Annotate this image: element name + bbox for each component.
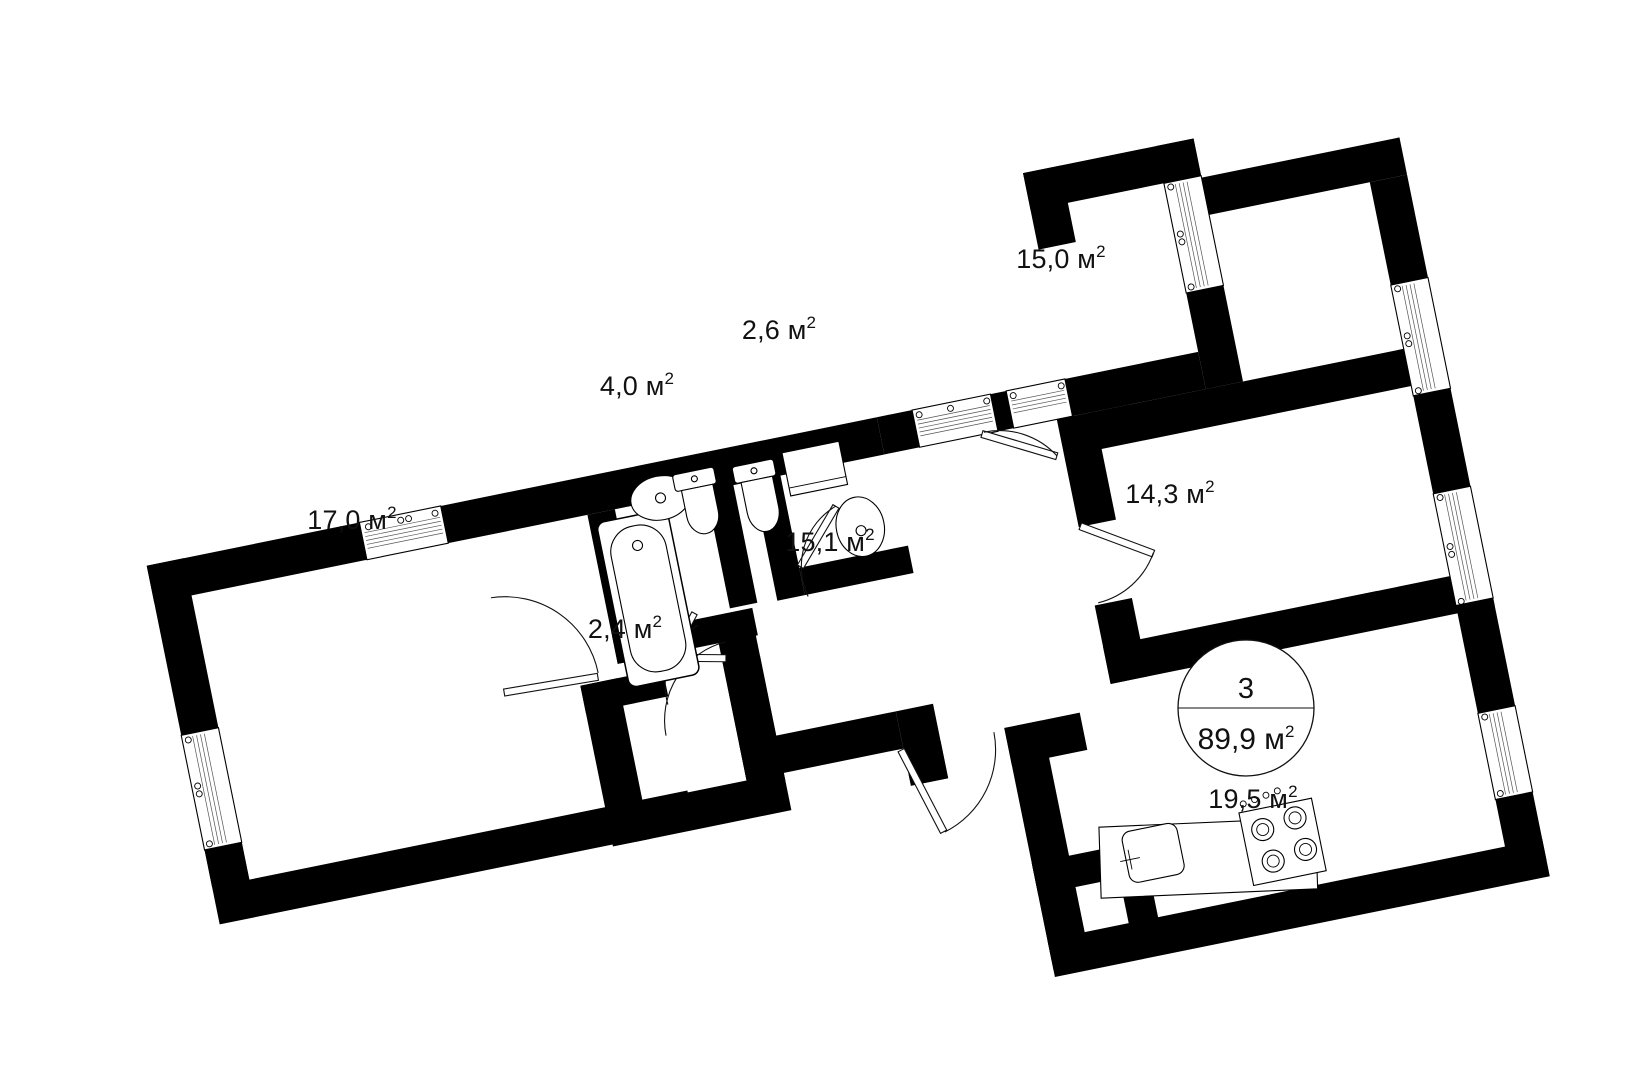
room-15-0-label: 15,0 м2	[1016, 242, 1105, 274]
wc-cabinet-icon	[781, 440, 849, 497]
wall-14-kitchen-jog	[1340, 590, 1383, 622]
wall-between-14-and-kitchen	[1103, 568, 1495, 684]
bathtub-icon	[596, 509, 700, 688]
room-17-0-label: 17,0 м2	[307, 503, 396, 535]
door-bedroom-right-upper[interactable]	[980, 417, 1059, 473]
badge-rooms-count: 3	[1238, 673, 1254, 705]
wall-storage-right	[718, 633, 786, 789]
door-kitchen[interactable]	[897, 730, 1012, 838]
summary-badge: 3 89,9 м2	[1177, 639, 1315, 777]
wall-top-left-exterior	[146, 522, 367, 603]
walls-group	[146, 137, 1550, 977]
wall-kitchen-alcove-top	[1031, 846, 1120, 895]
wall-right-exterior-2	[1413, 388, 1471, 494]
window-left	[180, 727, 243, 851]
wc-washbasin-icon	[835, 496, 886, 558]
wall-top-cap	[1023, 138, 1202, 211]
window-right-15	[1390, 276, 1452, 397]
window-top-15-a	[911, 393, 999, 448]
wall-kitchen-left-notch	[1004, 712, 1088, 766]
door-bedroom-right-lower[interactable]	[1078, 510, 1163, 604]
fixtures-group	[596, 440, 1327, 899]
windows-group	[180, 175, 1534, 851]
kitchen-sink-icon	[1120, 822, 1185, 883]
window-right-kitchen	[1477, 705, 1534, 801]
badge-total-area: 89,9 м2	[1198, 722, 1295, 756]
wall-right-exterior-3	[1455, 597, 1516, 714]
window-right-14	[1432, 485, 1494, 607]
wall-left-exterior	[146, 558, 219, 736]
wall-kitchen-bottom-exterior	[1047, 839, 1550, 977]
plan-rotation-group	[146, 137, 1550, 977]
window-top-left	[358, 505, 449, 561]
room-14-3-label: 14,3 м2	[1125, 477, 1214, 509]
room-15-1-label: 15,1 м2	[785, 525, 874, 557]
window-top-corner	[1163, 175, 1225, 294]
wall-15-14-jog	[1092, 404, 1136, 442]
wall-top-right-left-leg	[1023, 165, 1076, 250]
wall-wc-bottom	[799, 545, 914, 596]
wall-storage-bottom	[605, 772, 792, 847]
door-living-left[interactable]	[485, 580, 600, 699]
window-top-15-b	[1005, 378, 1074, 429]
door-wc[interactable]	[787, 503, 855, 598]
wall-right-exterior-1	[1369, 174, 1428, 286]
wc-toilet-icon	[731, 458, 780, 533]
room-2-6-label: 2,6 м2	[742, 313, 816, 345]
wall-hall-right-upper	[1056, 411, 1116, 528]
area-labels-group: 17,0 м2 4,0 м2 2,6 м2 15,0 м2 14,3 м2 15…	[307, 242, 1297, 814]
wall-between-15-and-14	[1092, 341, 1449, 450]
wall-top-right-corner	[1164, 137, 1408, 223]
room-19-5-label: 19,5 м2	[1208, 782, 1297, 814]
toilet-icon	[672, 466, 720, 535]
kitchen-stove-icon	[1238, 787, 1327, 887]
room-4-0-label: 4,0 м2	[600, 369, 674, 401]
wall-bottom-left-exterior	[204, 790, 695, 925]
room-2-4-label: 2,4 м2	[588, 612, 662, 644]
